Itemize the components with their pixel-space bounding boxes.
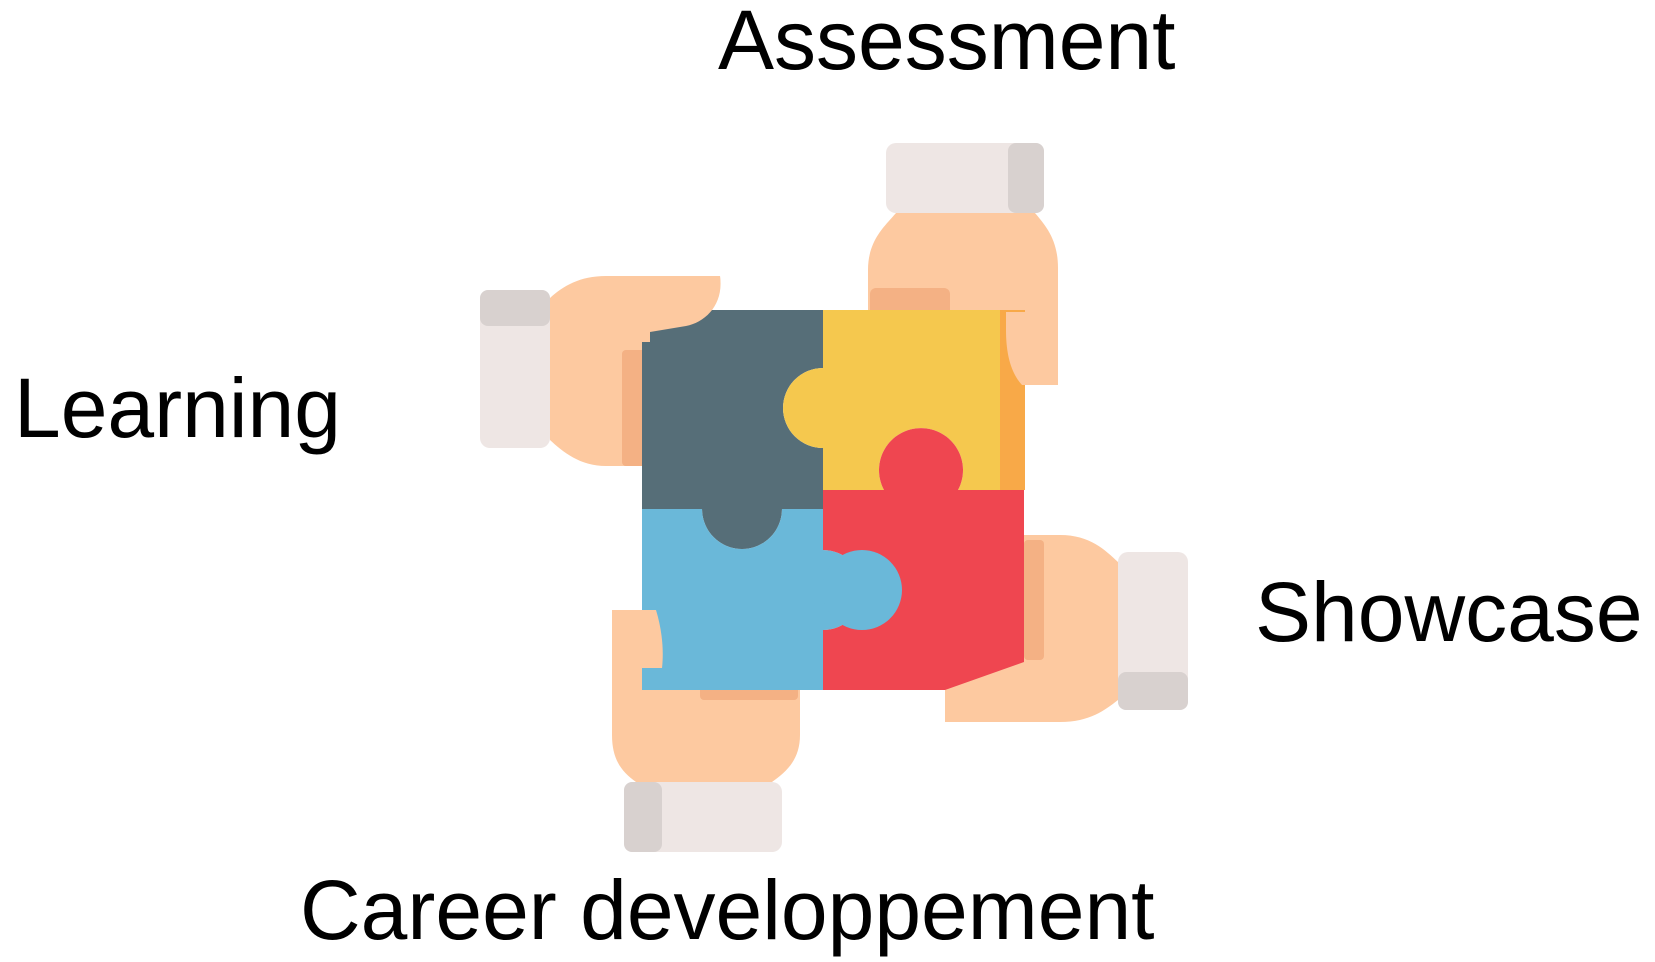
hand-fingers bbox=[606, 276, 1058, 722]
hand-right bbox=[945, 535, 1188, 722]
label-assessment: Assessment bbox=[718, 0, 1176, 87]
puzzle-pieces bbox=[642, 310, 1025, 690]
label-learning: Learning bbox=[14, 361, 341, 455]
label-showcase: Showcase bbox=[1255, 565, 1643, 659]
label-career-development: Career developpement bbox=[300, 863, 1155, 957]
